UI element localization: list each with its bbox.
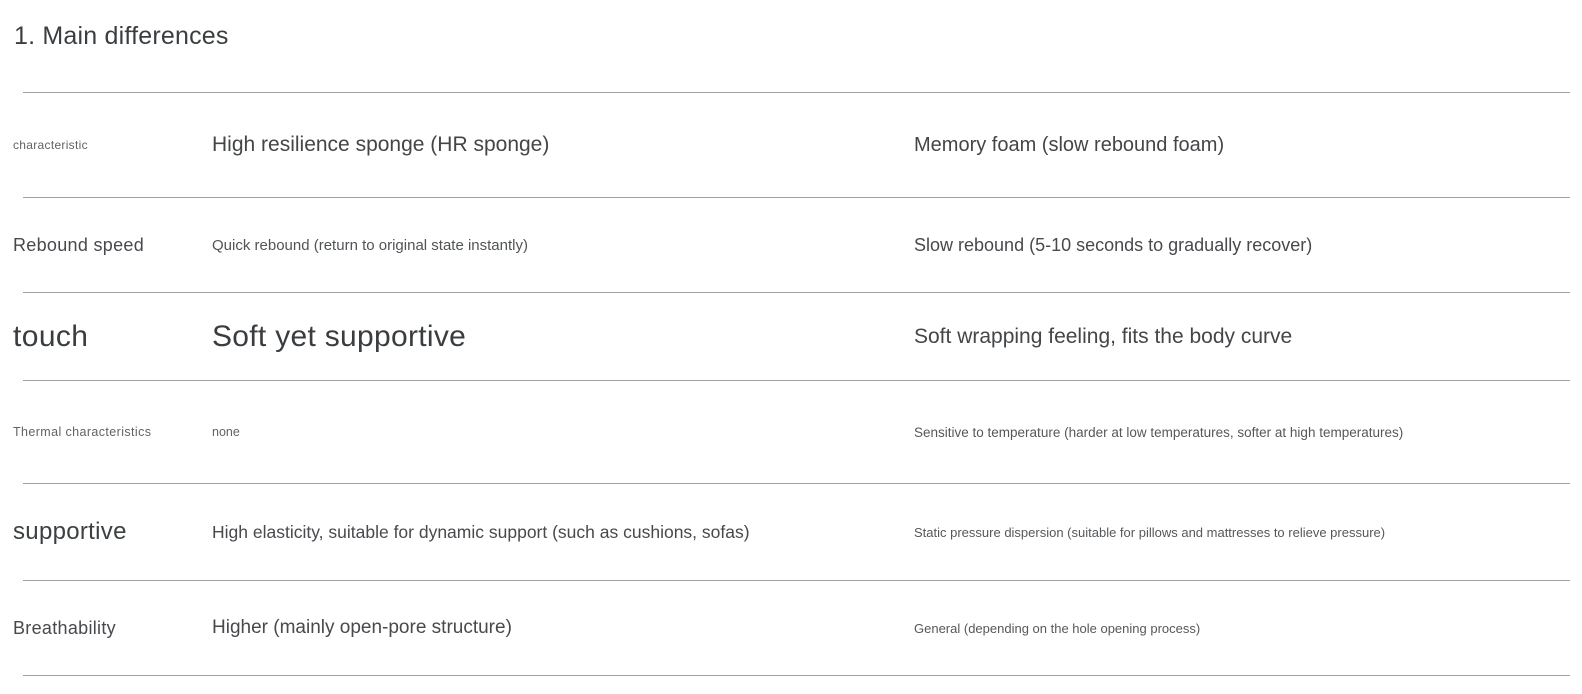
table-row: supportive High elasticity, suitable for…: [0, 484, 1582, 580]
row-divider: [23, 675, 1570, 676]
title-section: 1. Main differences: [0, 0, 1582, 92]
row-label: Rebound speed: [13, 234, 145, 255]
memory-foam-cell: Memory foam (slow rebound foam): [914, 133, 1225, 156]
row-label: Breathability: [13, 617, 116, 638]
memory-foam-cell: General (depending on the hole opening p…: [914, 620, 1201, 636]
row-divider: [23, 92, 1570, 93]
hr-sponge-cell: none: [212, 425, 240, 439]
row-label: characteristic: [13, 138, 88, 152]
row-label: Thermal characteristics: [13, 425, 152, 439]
row-divider: [23, 292, 1570, 293]
row-label: supportive: [13, 518, 127, 545]
table-row: Rebound speed Quick rebound (return to o…: [0, 198, 1582, 292]
page-title: 1. Main differences: [14, 22, 229, 50]
row-divider: [23, 380, 1570, 381]
memory-foam-cell: Slow rebound (5-10 seconds to gradually …: [914, 234, 1313, 255]
hr-sponge-cell: Soft yet supportive: [212, 319, 467, 353]
row-divider: [23, 580, 1570, 581]
table-row: touch Soft yet supportive Soft wrapping …: [0, 293, 1582, 380]
hr-sponge-cell: High elasticity, suitable for dynamic su…: [212, 521, 750, 542]
row-label: touch: [13, 319, 89, 353]
hr-sponge-cell: Higher (mainly open-pore structure): [212, 617, 512, 638]
hr-sponge-cell: Quick rebound (return to original state …: [212, 236, 528, 254]
memory-foam-cell: Soft wrapping feeling, fits the body cur…: [914, 324, 1293, 348]
table-row: characteristic High resilience sponge (H…: [0, 93, 1582, 197]
row-divider: [23, 483, 1570, 484]
hr-sponge-cell: High resilience sponge (HR sponge): [212, 133, 550, 156]
memory-foam-cell: Sensitive to temperature (harder at low …: [914, 424, 1404, 440]
row-divider: [23, 197, 1570, 198]
table-row: Thermal characteristics none Sensitive t…: [0, 381, 1582, 483]
memory-foam-cell: Static pressure dispersion (suitable for…: [914, 524, 1386, 540]
table-row: Breathability Higher (mainly open-pore s…: [0, 581, 1582, 675]
